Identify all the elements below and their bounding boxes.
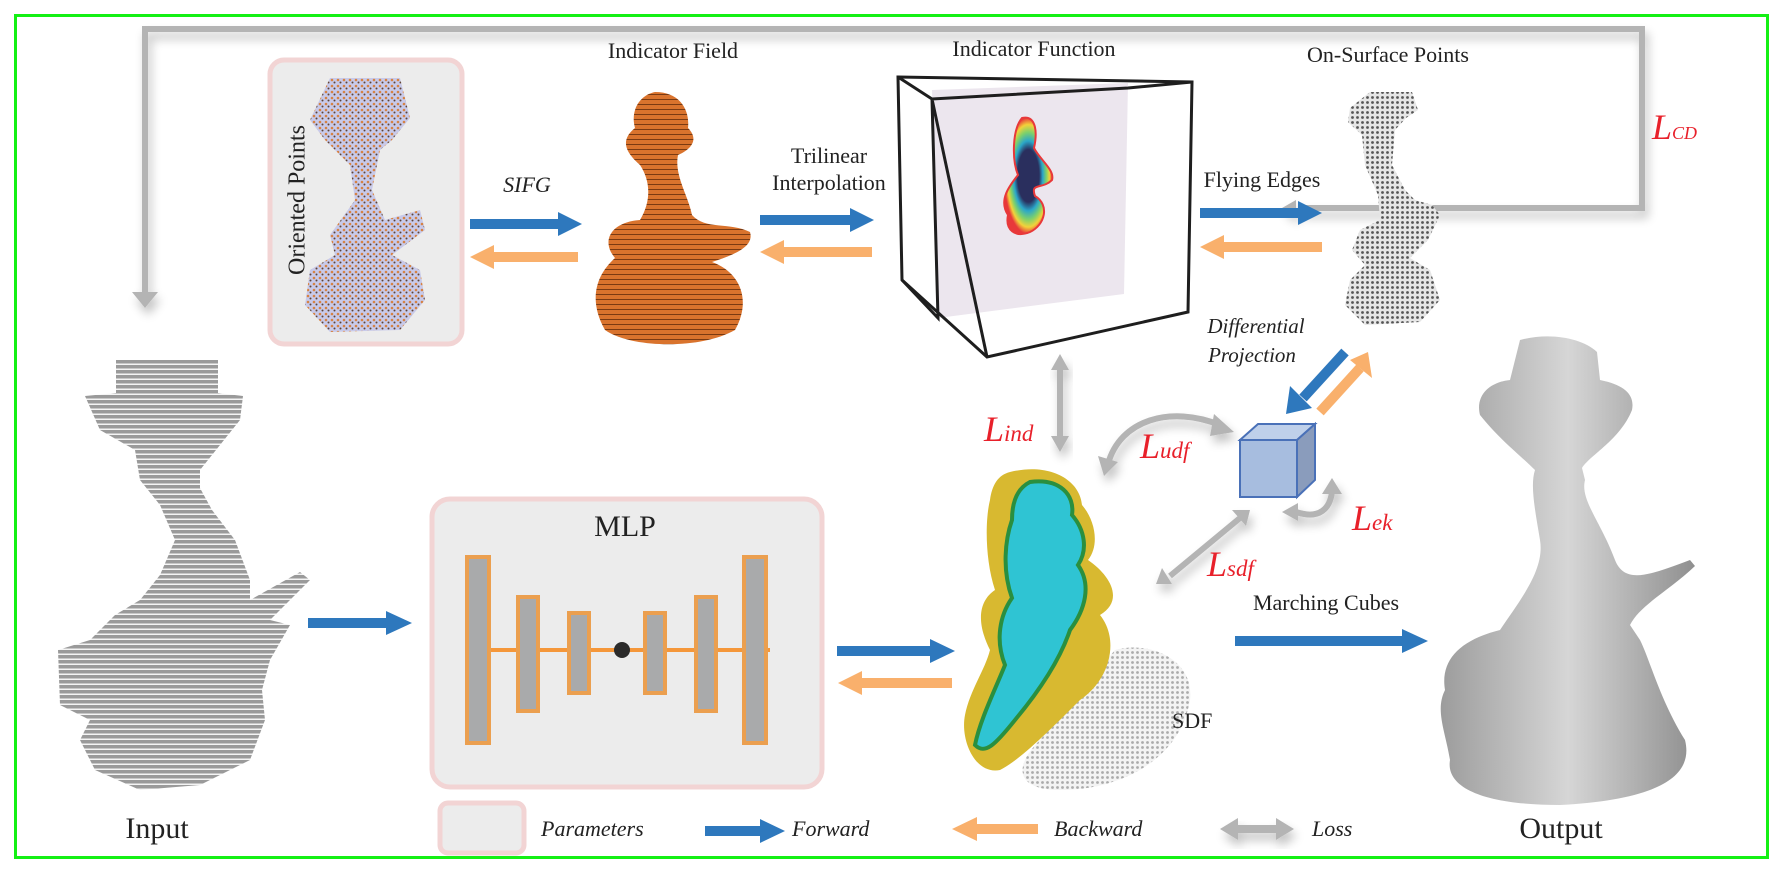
trilinear-label-line1: Trilinear [790,143,868,168]
loss-ind-label: Lind [984,409,1034,449]
mlp-layer-3 [567,611,591,695]
sifg-backward-arrow [470,245,578,269]
differential-label-line2: Projection [1208,343,1296,367]
mlp-bottleneck-node [614,642,630,658]
oriented-points-cloud [305,78,425,332]
marching-cubes-arrow [1235,629,1428,653]
on-surface-points-label: On-Surface Points [1307,42,1469,67]
oriented-points-panel [267,57,465,347]
input-label: Input [125,812,189,845]
legend-loss-label: Loss [1312,816,1353,841]
projection-forward-arrow [1286,348,1349,414]
output-mesh-model [1440,336,1695,805]
mlp-block [429,496,825,790]
trilinear-backward-arrow [760,240,872,264]
differential-label-line1: Differential [1207,314,1305,338]
legend-forward-label: Forward [792,816,870,841]
legend-loss-arrow [1220,818,1294,840]
output-label: Output [1519,812,1603,845]
parameter-cube-icon [1237,421,1318,500]
marching-cubes-label: Marching Cubes [1252,590,1400,615]
lind-loss-arrow [1051,354,1069,452]
input-to-mlp-arrow [308,611,412,635]
loss-udf-label: Ludf [1140,426,1190,466]
sdf-model [964,469,1191,790]
lek-loss-arrow [1282,478,1342,521]
trilinear-label-line2: Interpolation [772,170,886,195]
flying-edges-forward-arrow [1200,201,1322,225]
input-scan-model [58,360,310,790]
mlp-layer-2 [516,595,540,713]
ludf-loss-arrow [1098,413,1234,476]
mlp-layer-4 [643,611,667,695]
oriented-points-label: Oriented Points [284,125,311,275]
indicator-field-label: Indicator Field [607,38,739,63]
trilinear-forward-arrow [760,208,874,232]
lsdf-loss-arrow [1156,510,1250,584]
mlp-layer-1 [465,555,491,745]
loss-ek-label: Lek [1352,498,1393,538]
legend-backward-label: Backward [1054,816,1143,841]
sifg-label: SIFG [503,172,551,197]
outer-frame [14,14,1769,859]
indicator-function-cube [896,75,1194,359]
flying-edges-backward-arrow [1200,235,1322,259]
on-surface-point-cloud [1345,92,1440,325]
indicator-field-voxels [595,92,751,345]
legend-parameters-swatch [437,800,527,856]
loss-cd-label: LCD [1652,107,1698,147]
legend-forward-arrow [705,819,785,843]
sifg-forward-arrow [470,212,582,236]
legend-parameters-label: Parameters [541,816,644,841]
sdf-label: SDF [1172,708,1213,733]
mlp-backward-arrow [838,671,952,695]
indicator-function-label: Indicator Function [952,36,1116,61]
mlp-label: MLP [594,510,656,543]
indicator-slice [1003,116,1054,235]
loss-sdf-label: Lsdf [1207,544,1254,584]
mlp-layer-6 [742,555,768,745]
projection-backward-arrow [1316,352,1372,416]
mlp-forward-arrow [837,639,955,663]
mlp-layer-5 [694,595,718,713]
flying-edges-label: Flying Edges [1203,167,1321,192]
legend-backward-arrow [952,817,1038,841]
